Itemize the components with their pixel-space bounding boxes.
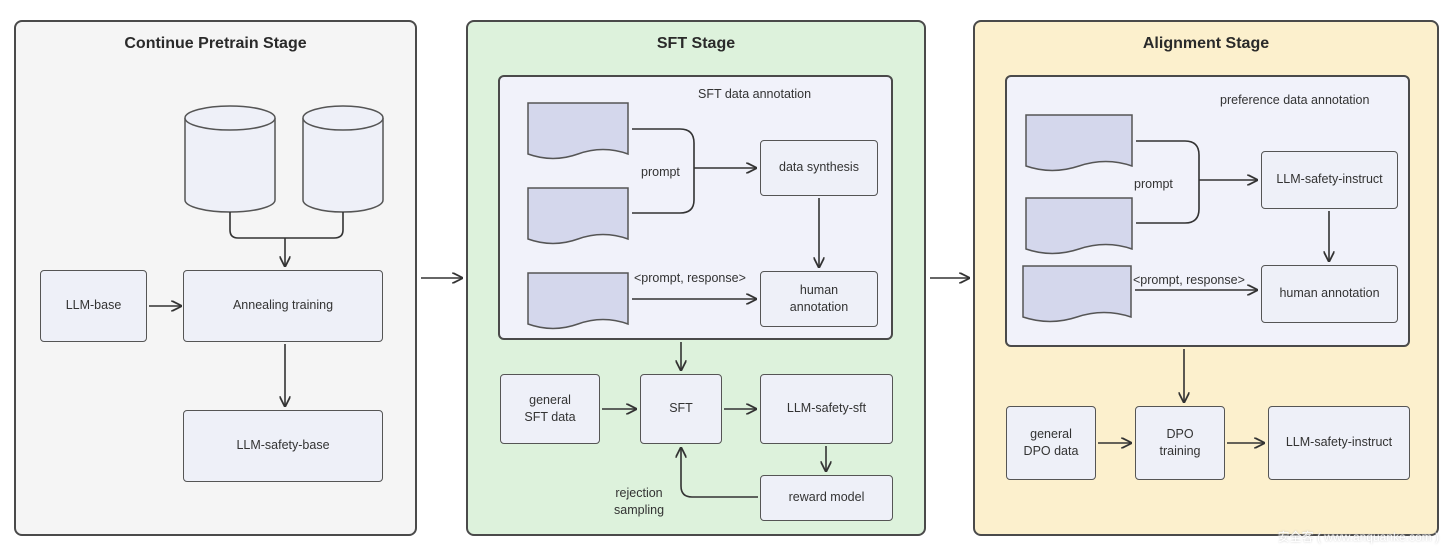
alignment-annotation-title: preference data annotation: [1220, 93, 1370, 107]
sft-prompt-response-label: <prompt, response>: [634, 271, 746, 285]
annealing-training-box: Annealing training: [183, 270, 383, 342]
pretrain-data-db-label: pretrain data: [321, 153, 365, 186]
sft-data-synthesis-box: data synthesis: [760, 140, 878, 196]
stage-title-pretrain: Continue Pretrain Stage: [124, 35, 307, 52]
watermark: 安全客 ( www.anquanke.com ): [1277, 530, 1439, 544]
general-dpo-data-box: general DPO data: [1006, 406, 1096, 480]
align-prompt-label: prompt: [1134, 177, 1173, 191]
llm-safety-instruct-box: LLM-safety-instruct: [1268, 406, 1410, 480]
align-prompt-response-label: <prompt, response>: [1133, 273, 1245, 287]
sft-annotation-title: SFT data annotation: [698, 87, 812, 101]
llm-safety-base-box: LLM-safety-base: [183, 410, 383, 482]
sft-open-source-doc-label: open source: [543, 288, 613, 303]
llm-safety-instruct-top-box: LLM-safety-instruct: [1261, 151, 1398, 209]
dpo-training-box: DPO training: [1135, 406, 1225, 480]
safety-knowledge-db-label: safety knowledge: [200, 153, 260, 186]
stage-title-alignment: Alignment Stage: [1142, 35, 1270, 52]
general-sft-data-box: general SFT data: [500, 374, 600, 444]
align-log-doc-label: log: [1070, 131, 1088, 146]
sft-log-doc-label: log: [569, 118, 587, 133]
sft-box: SFT: [640, 374, 722, 444]
sft-red-teaming-doc-label: red teaming: [544, 203, 611, 218]
align-red-teaming-doc-label: red teaming: [1045, 214, 1112, 229]
stage-title-sft: SFT Stage: [656, 35, 736, 52]
rejection-sampling-label: rejection sampling: [614, 486, 665, 517]
sft-prompt-label: prompt: [641, 165, 680, 179]
sft-human-annotation-box: human annotation: [760, 271, 878, 327]
llm-base-box: LLM-base: [40, 270, 147, 342]
llm-safety-sft-box: LLM-safety-sft: [760, 374, 893, 444]
align-human-annotation-box: human annotation: [1261, 265, 1398, 323]
reward-model-box: reward model: [760, 475, 893, 521]
align-open-source-doc-label: open source: [1042, 282, 1112, 297]
